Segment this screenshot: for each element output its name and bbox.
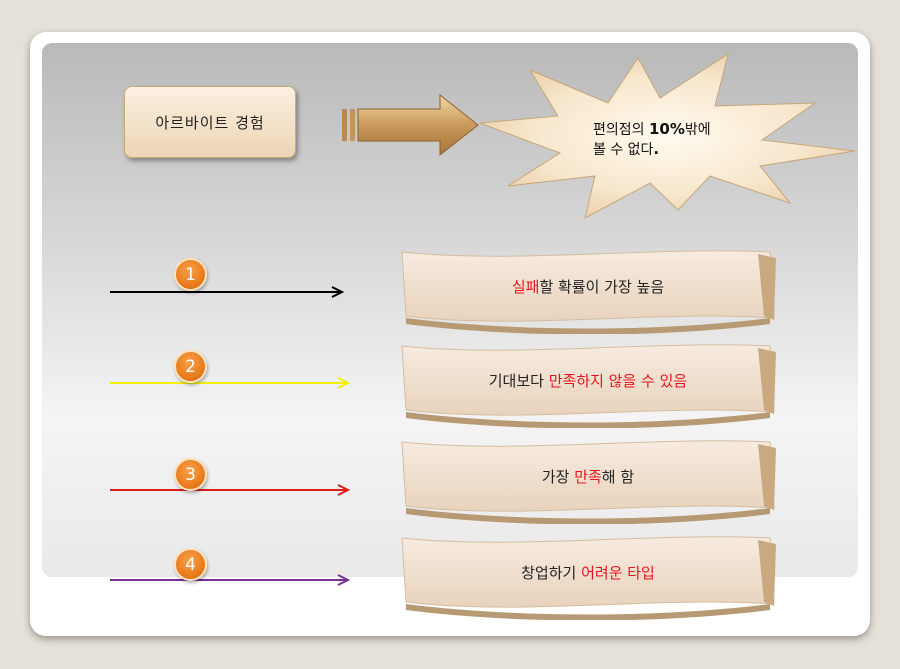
block-arrow-icon — [342, 93, 479, 157]
item-3-arrow — [110, 484, 351, 496]
item-4-number: 4 — [185, 554, 196, 575]
experience-label: 아르바이트 경험 — [155, 113, 265, 132]
item-3-text-end: 해 함 — [601, 467, 635, 486]
item-2-highlight: 만족하지 않을 수 있음 — [548, 371, 688, 390]
item-4-arrow — [110, 574, 351, 586]
starburst-text: 편의점의 10%밖에 볼 수 없다. — [593, 120, 743, 160]
item-1-number: 1 — [185, 264, 196, 285]
item-3-number-badge: 3 — [174, 458, 207, 491]
item-3-highlight: 만족 — [574, 467, 602, 486]
starburst-line1-text: 편의점의 — [593, 122, 649, 138]
item-3-number: 3 — [185, 464, 196, 485]
item-2-number: 2 — [185, 356, 196, 377]
item-1-arrow — [110, 286, 345, 298]
starburst-line1-end: 밖에 — [684, 122, 711, 138]
starburst-line1-bold: 10% — [648, 120, 685, 138]
item-2-number-badge: 2 — [174, 350, 207, 383]
item-4-text: 창업하기 — [521, 563, 582, 582]
experience-box: 아르바이트 경험 — [124, 86, 296, 158]
item-1-number-badge: 1 — [174, 258, 207, 291]
starburst-shape — [479, 52, 856, 219]
item-3-text: 가장 — [541, 467, 575, 486]
item-2-banner: 기대보다 만족하지 않을 수 있음 — [398, 340, 778, 428]
starburst-line2-text: 볼 수 없다 — [593, 142, 654, 158]
item-1-text: 할 확률이 가장 높음 — [539, 277, 665, 296]
item-4-number-badge: 4 — [174, 548, 207, 581]
item-4-highlight: 어려운 타입 — [581, 563, 655, 582]
item-4-banner: 창업하기 어려운 타입 — [398, 532, 778, 620]
item-2-text: 기대보다 — [488, 371, 549, 390]
starburst-line2-bold: . — [653, 140, 660, 158]
item-1-highlight: 실패 — [511, 277, 540, 296]
item-2-arrow — [110, 377, 351, 389]
